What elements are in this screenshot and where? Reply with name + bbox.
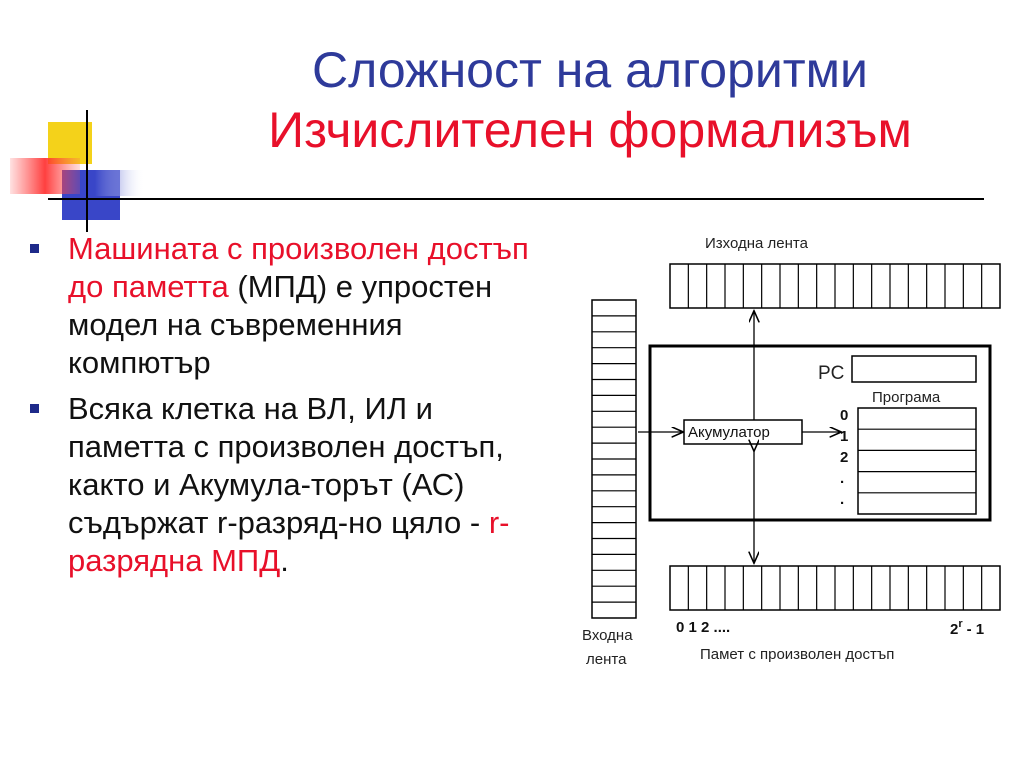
memory-label: Памет с произволен достъп xyxy=(700,646,894,663)
program-indices: 0 1 2.. xyxy=(840,407,848,508)
output-tape-label: Изходна лента xyxy=(705,235,809,252)
pc-register xyxy=(851,355,977,383)
program-index: 2 xyxy=(840,449,848,466)
bullet-list: Машината с произволен достъп до паметта … xyxy=(30,230,550,588)
processor-box xyxy=(648,344,992,522)
memory-tape xyxy=(669,565,1001,611)
bullet-square-icon xyxy=(30,404,39,413)
program-index: . xyxy=(840,491,844,508)
bullet-1-highlight: Машината с произволен достъп до паметта xyxy=(68,231,529,304)
program-index: 0 xyxy=(840,407,848,424)
bullet-item: Всяка клетка на ВЛ, ИЛ и паметта с произ… xyxy=(30,390,550,580)
program-memory-frame xyxy=(857,407,977,515)
bullet-square-icon xyxy=(30,244,39,253)
ram-machine-diagram: Изходна лента PC Програма 0 1 2.. Акумулат… xyxy=(582,235,1001,668)
input-tape-label-1: Входна xyxy=(582,627,633,644)
bullet-2-text: Всяка клетка на ВЛ, ИЛ и паметта с произ… xyxy=(68,391,504,540)
output-tape xyxy=(669,263,1001,309)
program-index: . xyxy=(840,470,844,487)
memory-start-label: 0 1 2 .... xyxy=(676,619,730,636)
title-line-2: Изчислителен формализъм xyxy=(268,102,912,158)
program-label: Програма xyxy=(872,389,941,406)
title-divider xyxy=(48,198,984,200)
program-memory xyxy=(857,407,977,515)
memory-end-base: 2 xyxy=(950,621,958,638)
bullet-1-text: (МПД) е упростен модел на съвременния ко… xyxy=(68,269,493,380)
bullet-2-end: . xyxy=(280,543,289,578)
corner-decoration xyxy=(10,110,145,232)
bullet-item: Машината с произволен достъп до паметта … xyxy=(30,230,550,382)
program-index: 1 xyxy=(840,428,848,445)
input-tape xyxy=(591,299,637,619)
accumulator-label: Акумулатор xyxy=(688,424,770,441)
memory-end-tail: - 1 xyxy=(967,621,985,638)
memory-end-exp: r xyxy=(958,618,963,630)
title-line-1: Сложност на алгоритми xyxy=(312,42,868,98)
bullet-2-highlight: r-разрядна МПД xyxy=(68,505,510,578)
pc-label: PC xyxy=(818,363,844,384)
page-title: Сложност на алгоритми Изчислителен форма… xyxy=(170,40,1010,160)
memory-end-label: 2r - 1 xyxy=(950,618,984,638)
input-tape-label-2: лента xyxy=(586,651,627,668)
